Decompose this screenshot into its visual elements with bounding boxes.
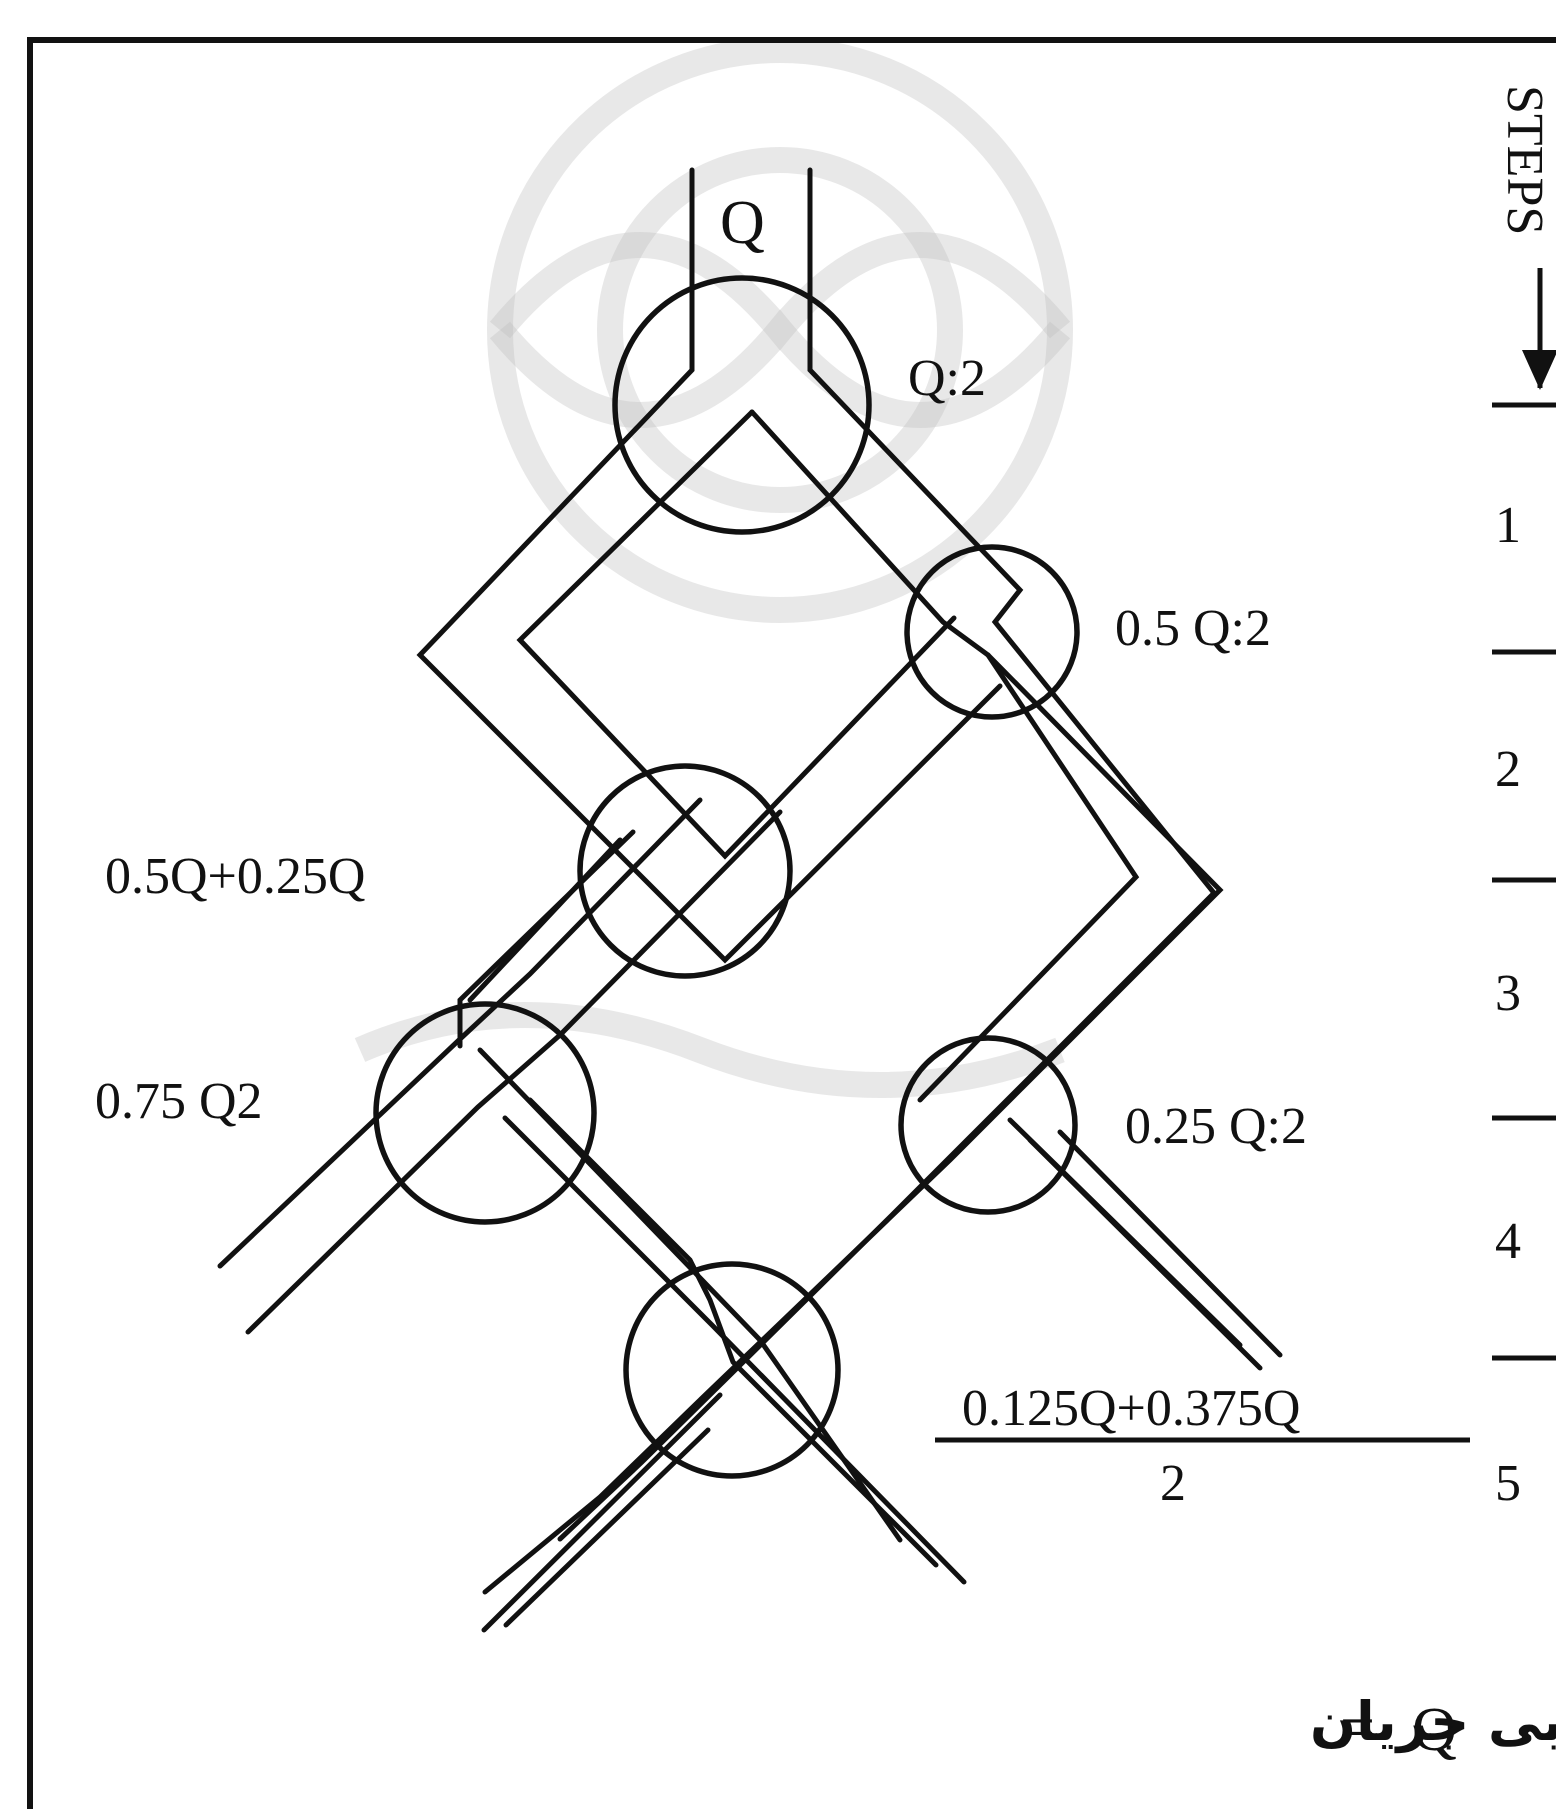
pipe-inlet-right bbox=[557, 167, 1218, 1542]
junction-right-1 bbox=[904, 544, 1080, 720]
junction-bottom bbox=[623, 1261, 841, 1479]
pipe-inner-left bbox=[516, 409, 957, 860]
label-top-node: Q:2 bbox=[908, 350, 986, 407]
step-number-3: 3 bbox=[1495, 965, 1521, 1022]
label-left-3-node: 0.75 Q2 bbox=[95, 1073, 263, 1130]
step-number-1: 1 bbox=[1495, 497, 1521, 554]
pipe-right-bottom-c bbox=[1057, 1129, 1283, 1358]
label-bottom-denominator: 2 bbox=[1160, 1455, 1186, 1512]
frame-border bbox=[27, 37, 1556, 1814]
junction-top bbox=[612, 275, 872, 535]
pipe-left-inner-3 bbox=[467, 837, 623, 1003]
junction-left-2 bbox=[577, 763, 793, 979]
legend-symbol: Q bbox=[1412, 1696, 1457, 1764]
junction-nodes bbox=[373, 275, 1080, 1479]
step-number-2: 2 bbox=[1495, 741, 1521, 798]
pipe-network bbox=[217, 167, 1283, 1633]
label-right-3-node: 0.25 Q:2 bbox=[1125, 1098, 1307, 1155]
pipe-right-inner-down bbox=[917, 652, 1140, 1103]
step-number-5: 5 bbox=[1495, 1455, 1521, 1512]
pipe-left-down-inner bbox=[245, 809, 783, 1335]
pipe-center-down-3 bbox=[527, 1097, 939, 1568]
label-left-2-node: 0.5Q+0.25Q bbox=[105, 848, 365, 905]
pipe-bottom-left-a bbox=[481, 1392, 723, 1633]
watermark-ornament bbox=[354, 37, 1073, 1098]
pipe-bottom-left-b bbox=[503, 1427, 711, 1628]
pipe-inlet-left bbox=[416, 167, 1003, 964]
step-number-4: 4 bbox=[1495, 1213, 1521, 1270]
steps-axis bbox=[1492, 268, 1556, 1361]
pipe-center-down-2 bbox=[502, 1115, 967, 1585]
inflow-label: Q bbox=[720, 189, 765, 257]
pipe-inner-right bbox=[482, 409, 1224, 1595]
legend-meaning: دبی جریان bbox=[1310, 1690, 1556, 1753]
steps-arrow-head bbox=[1522, 350, 1556, 390]
steps-heading: STEPS bbox=[1496, 85, 1553, 235]
label-right-1-node: 0.5 Q:2 bbox=[1115, 600, 1271, 657]
pipe-right-bottom-b bbox=[1027, 1137, 1263, 1371]
legend-equals: = bbox=[1340, 1694, 1375, 1762]
junction-right-3 bbox=[898, 1035, 1078, 1215]
label-bottom-numerator: 0.125Q+0.375Q bbox=[962, 1380, 1300, 1437]
junction-left-3 bbox=[373, 1001, 597, 1225]
